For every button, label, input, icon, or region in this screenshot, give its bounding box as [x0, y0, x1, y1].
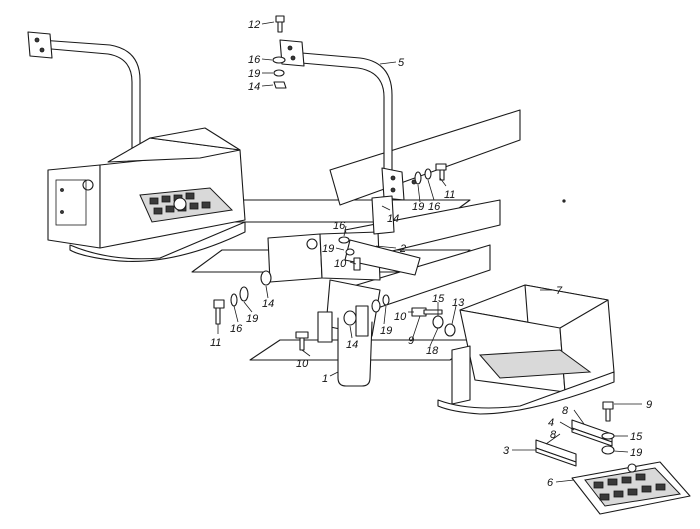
left-step-assembly: [27, 31, 246, 262]
callout-19: 19: [322, 243, 334, 255]
callout-14: 14: [262, 298, 274, 310]
callout-8: 8: [562, 405, 569, 417]
callout-14: 14: [387, 213, 399, 225]
callout-16: 16: [248, 54, 261, 66]
callout-10: 10: [296, 358, 309, 370]
callout-11: 11: [444, 189, 455, 201]
callout-19: 19: [630, 447, 642, 459]
stray-dot: [562, 199, 566, 203]
callout-19: 19: [412, 201, 424, 213]
callout-16: 16: [333, 220, 346, 232]
callout-8: 8: [550, 429, 557, 441]
right-step-assembly: [437, 284, 615, 415]
tread-pattern-right: [593, 473, 666, 501]
callout-16: 16: [428, 201, 441, 213]
callout-4: 4: [548, 417, 554, 429]
callout-16: 16: [230, 323, 243, 335]
callout-12: 12: [248, 19, 260, 31]
callout-15: 15: [432, 293, 445, 305]
center-handrail: [279, 39, 405, 201]
callout-10: 10: [394, 311, 407, 323]
callout-6: 6: [547, 477, 554, 489]
callout-2: 2: [399, 243, 406, 255]
callout-7: 7: [556, 285, 563, 297]
callout-3: 3: [503, 445, 510, 457]
callout-19: 19: [248, 68, 260, 80]
callout-15: 15: [630, 431, 643, 443]
callout-18: 18: [426, 345, 439, 357]
small-parts-lower-right: [535, 401, 691, 515]
callout-1: 1: [322, 373, 328, 385]
leader-lines: [217, 21, 642, 483]
callout-9: 9: [646, 399, 652, 411]
callout-9: 9: [408, 335, 414, 347]
callout-11: 11: [210, 337, 221, 349]
callout-10: 10: [334, 258, 347, 270]
center-bracket: [267, 195, 421, 387]
callout-14: 14: [346, 339, 358, 351]
callout-19: 19: [380, 325, 392, 337]
fasteners: [213, 15, 456, 351]
callout-5: 5: [398, 57, 405, 69]
callout-19: 19: [246, 313, 258, 325]
callout-13: 13: [452, 297, 465, 309]
callout-labels: 12 16 19 14 5 11 16 19 14 16 2 19 10 14 …: [210, 19, 652, 489]
callout-14: 14: [248, 81, 260, 93]
